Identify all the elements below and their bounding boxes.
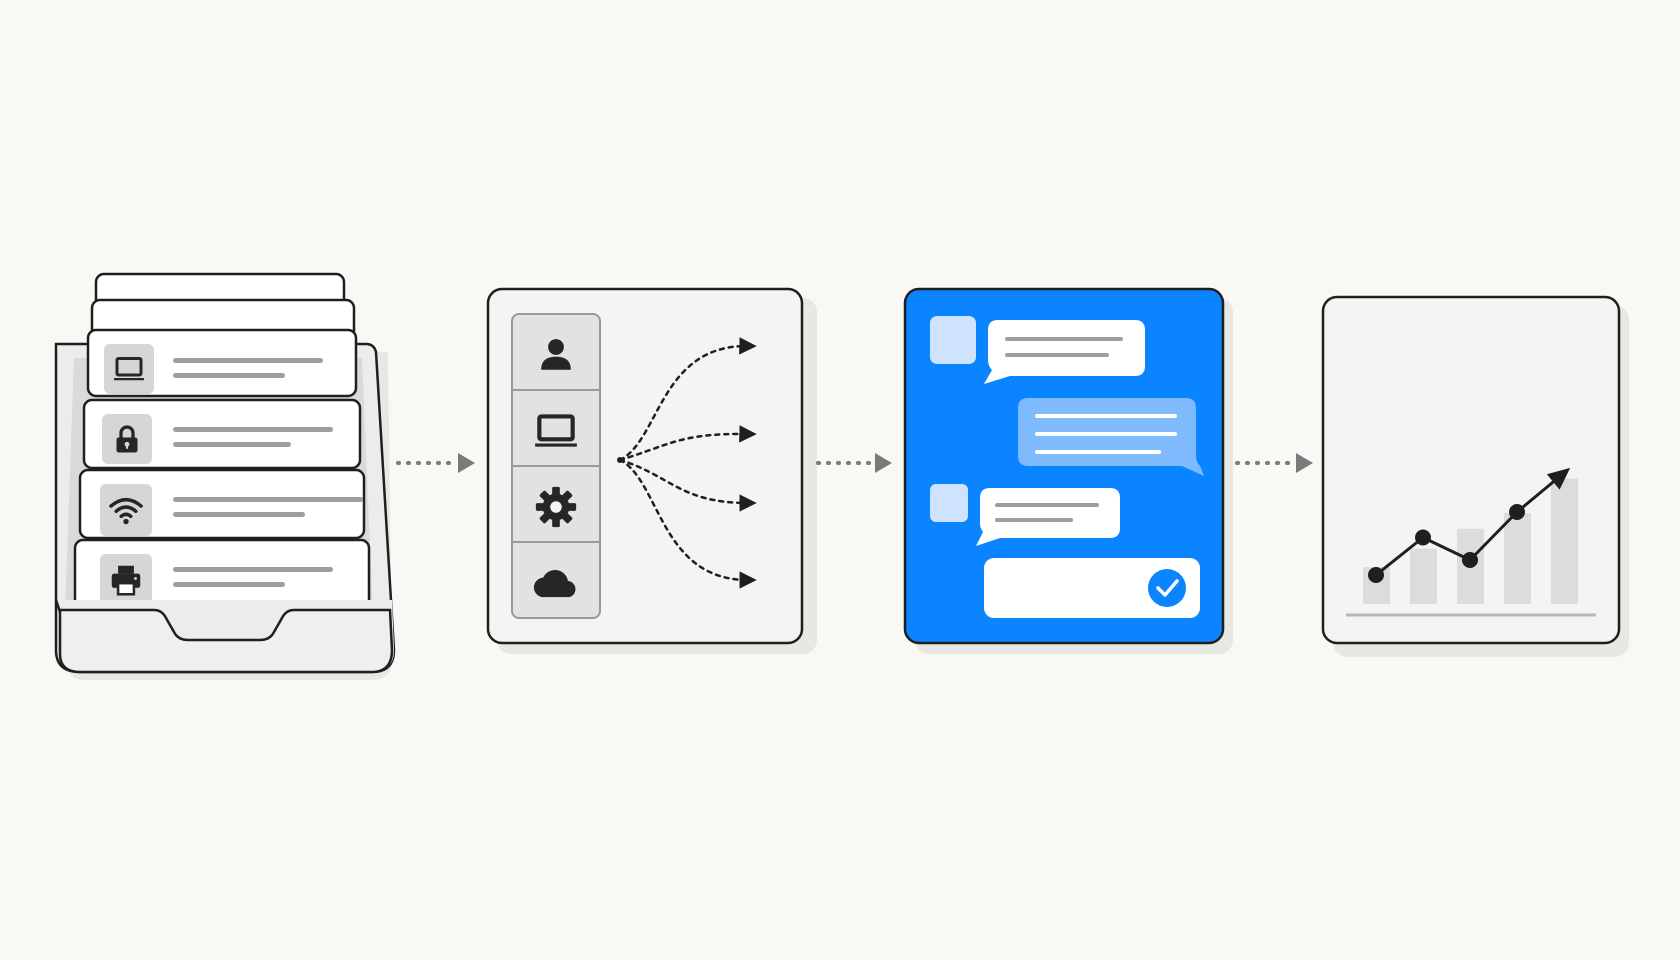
index-card[interactable] — [86, 328, 358, 398]
route-arrow — [618, 458, 757, 512]
card-index-box — [54, 272, 396, 680]
route-arrow — [618, 337, 757, 462]
box-front-lip — [58, 608, 394, 674]
connector-arrow — [816, 453, 892, 473]
text-line — [173, 442, 291, 447]
chat-bubble-agent — [984, 320, 1145, 384]
text-line — [1005, 353, 1109, 357]
trend-point — [1509, 504, 1525, 520]
text-line — [995, 518, 1073, 522]
text-line — [1035, 414, 1177, 418]
connector-arrow — [396, 453, 475, 473]
resolution-bar[interactable] — [984, 558, 1200, 618]
text-line — [1005, 337, 1123, 341]
trend-arrowhead — [1546, 467, 1571, 490]
avatar — [930, 316, 976, 364]
route-arrow — [618, 425, 757, 462]
category-settings[interactable] — [535, 486, 577, 528]
text-line — [173, 427, 333, 432]
text-line — [173, 358, 323, 363]
chat-bubble-agent — [976, 488, 1120, 546]
text-line — [173, 512, 305, 517]
text-line — [173, 567, 333, 572]
text-line — [173, 582, 285, 587]
trend-bar — [1551, 478, 1578, 604]
router-panel — [486, 287, 817, 654]
branch-origin — [617, 457, 623, 463]
card-icon-tile — [100, 484, 152, 536]
text-line — [1035, 432, 1177, 436]
text-line — [995, 503, 1099, 507]
trend-panel — [1321, 295, 1629, 657]
trend-bar — [1504, 512, 1531, 604]
index-card[interactable] — [78, 468, 366, 540]
routing-branches — [618, 337, 757, 589]
text-line — [173, 373, 285, 378]
trend-point — [1462, 552, 1478, 568]
connector-arrow — [1235, 453, 1313, 473]
text-line — [1035, 450, 1161, 454]
trend-point — [1415, 529, 1431, 546]
index-card[interactable] — [82, 398, 362, 470]
check-circle-icon — [1148, 569, 1186, 607]
trend-bar — [1410, 548, 1437, 604]
text-line — [173, 497, 363, 502]
card-icon-tile — [104, 344, 154, 394]
gear-icon — [535, 486, 577, 528]
avatar — [930, 484, 968, 522]
chat-bubble-user — [1018, 398, 1204, 476]
route-arrow — [618, 458, 757, 589]
chat-panel — [903, 287, 1233, 654]
trend-point — [1368, 567, 1384, 583]
